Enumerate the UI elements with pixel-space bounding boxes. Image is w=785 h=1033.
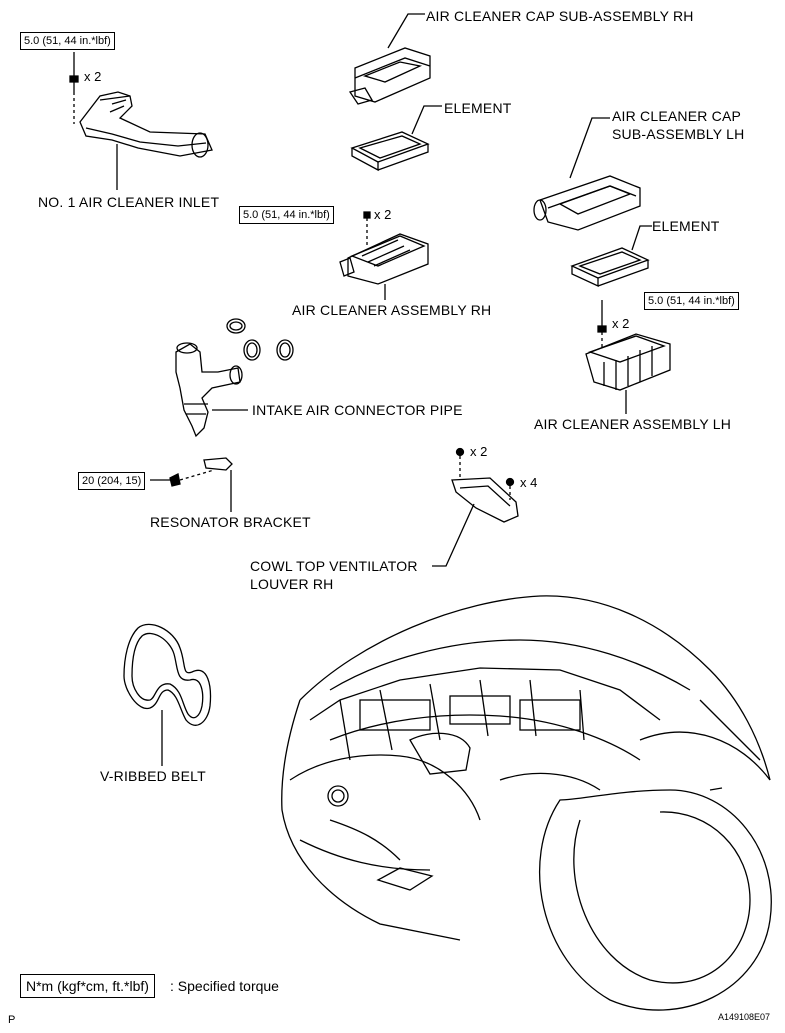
inlet-label: NO. 1 AIR CLEANER INLET [38, 194, 220, 210]
corner-mark: P [8, 1014, 16, 1026]
assy-lh-torque-box: 5.0 (51, 44 in.*lbf) [644, 292, 739, 310]
air-cleaner-inlet-drawing [79, 91, 213, 158]
cowl-clip-qty: x 4 [520, 475, 538, 490]
assy-rh-label: AIR CLEANER ASSEMBLY RH [292, 302, 492, 318]
belt-label: V-RIBBED BELT [100, 768, 206, 784]
cowl-louver-drawing [451, 477, 519, 523]
cap-lh-leader [569, 117, 610, 179]
element-rh-leader [411, 105, 442, 135]
assy-lh-bolt-qty: x 2 [612, 316, 630, 331]
cap-rh-drawing [348, 47, 431, 105]
vehicle-front-drawing [281, 595, 772, 1011]
bracket-torque-box: 20 (204, 15) [78, 472, 146, 490]
bracket-bolt-drawing [150, 469, 215, 487]
cowl-bolt-qty: x 2 [470, 444, 488, 459]
element-lh-leader [631, 225, 652, 251]
figure-code: A149108E07 [718, 1012, 771, 1022]
intake-pipe-drawing [175, 342, 243, 438]
inlet-torque-box: 5.0 (51, 44 in.*lbf) [20, 32, 115, 50]
element-lh-label: ELEMENT [652, 218, 720, 234]
assy-rh-bolt-qty: x 2 [374, 207, 392, 222]
cowl-louver-leader [432, 503, 475, 567]
cap-lh-drawing [533, 175, 641, 231]
cowl-louver-label-line1: COWL TOP VENTILATOR [250, 558, 418, 574]
resonator-bracket-label: RESONATOR BRACKET [150, 514, 311, 530]
cap-lh-label-line1: AIR CLEANER CAP [612, 108, 742, 124]
element-lh-drawing [570, 247, 650, 288]
assy-lh-label: AIR CLEANER ASSEMBLY LH [534, 416, 732, 432]
cap-rh-leader [387, 13, 425, 49]
inlet-bolt-drawing [69, 52, 79, 124]
intake-pipe-label: INTAKE AIR CONNECTOR PIPE [252, 402, 463, 418]
assy-rh-drawing [339, 233, 429, 285]
torque-legend-box: N*m (kgf*cm, ft.*lbf) [20, 974, 155, 998]
assy-lh-drawing [585, 333, 671, 391]
assy-lh-bolt-drawing [597, 300, 607, 348]
assy-rh-bolt-drawing [363, 211, 371, 248]
torque-legend-text: : Specified torque [170, 978, 279, 994]
cowl-louver-label-line2: LOUVER RH [250, 576, 334, 592]
hose-clamps-drawing [226, 318, 294, 361]
cap-rh-label: AIR CLEANER CAP SUB-ASSEMBLY RH [426, 8, 694, 24]
inlet-bolt-qty: x 2 [84, 69, 102, 84]
assy-rh-torque-box: 5.0 (51, 44 in.*lbf) [239, 206, 334, 224]
element-rh-label: ELEMENT [444, 100, 512, 116]
cap-lh-label-line2: SUB-ASSEMBLY LH [612, 126, 745, 142]
element-rh-drawing [350, 131, 430, 172]
v-ribbed-belt-drawing [123, 623, 212, 726]
cowl-bolts-drawing [455, 447, 515, 500]
resonator-bracket-drawing [203, 457, 233, 471]
